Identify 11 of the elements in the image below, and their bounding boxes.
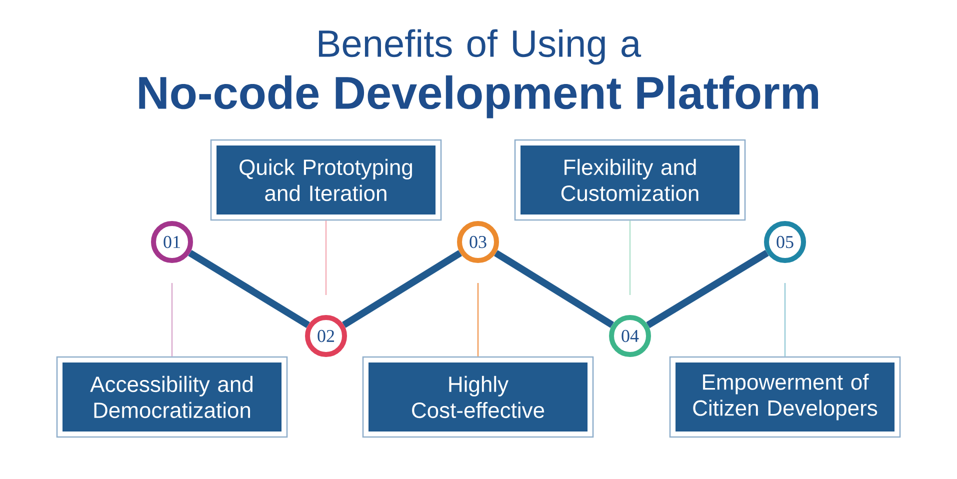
title: Benefits of Using a No-code Development Platform [139, 29, 818, 118]
text-box: Empowerment of Citizen Developers [669, 356, 901, 438]
connector-line [188, 250, 310, 328]
text-box: Accessibility and Democratization [56, 356, 288, 438]
text-box: Highly Cost-effective [362, 356, 594, 438]
text-box: Flexibility and Customization [514, 139, 746, 221]
connector-line [342, 250, 462, 328]
text-box: Quick Prototyping and Iteration [210, 139, 442, 221]
leader-line [784, 282, 786, 357]
connector-line [494, 250, 614, 328]
connector-line [646, 250, 769, 328]
